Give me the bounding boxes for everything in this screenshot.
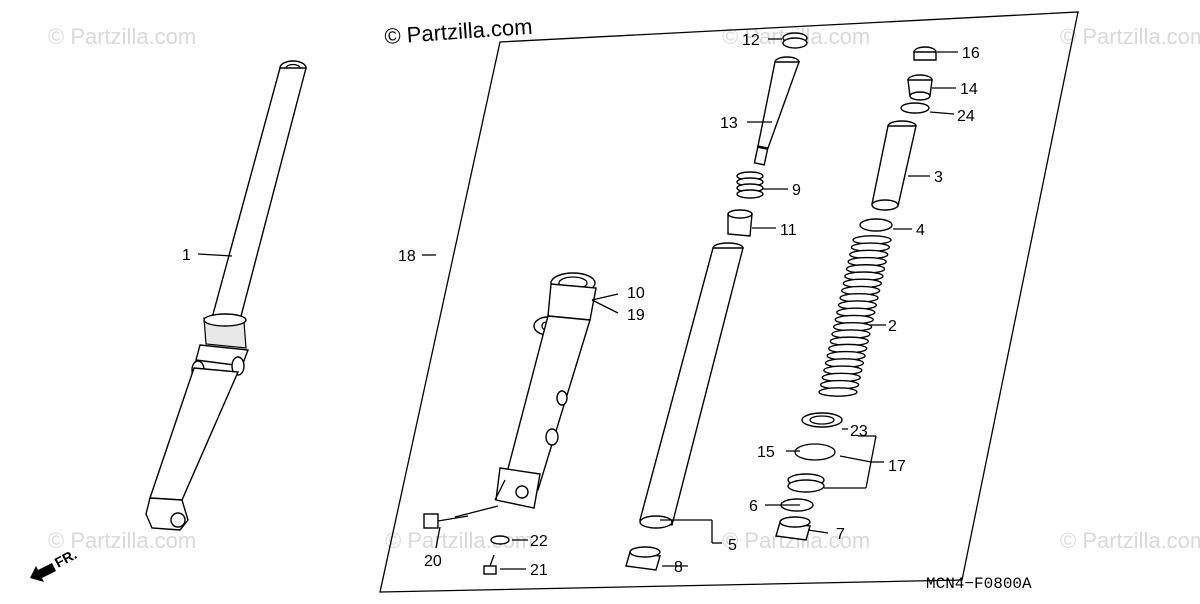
seal-set xyxy=(787,473,825,493)
assembly-boundary xyxy=(379,11,1079,593)
callout-8: 8 xyxy=(674,559,683,576)
watermarks: © Partzilla.com © Partzilla.com © Partzi… xyxy=(48,24,1200,553)
callout-2: 2 xyxy=(888,318,897,335)
callout-9: 9 xyxy=(792,182,801,199)
watermark-text: © Partzilla.com xyxy=(48,24,196,49)
callout-24: 24 xyxy=(957,108,975,125)
diagram-code: MCN4−F0800A xyxy=(926,575,1032,593)
callout-16: 16 xyxy=(962,45,980,62)
spring-coil xyxy=(818,387,858,397)
watermark-text: © Partzilla.com xyxy=(1060,528,1200,553)
fork-cap xyxy=(913,46,937,61)
watermark-text: © Partzilla.com xyxy=(48,528,196,553)
callout-6: 6 xyxy=(749,498,758,515)
callout-10: 10 xyxy=(627,285,645,302)
fork-slider xyxy=(494,272,597,509)
callouts: 1 2 3 4 5 6 7 8 9 10 11 12 13 14 15 16 1… xyxy=(182,32,980,579)
callout-3: 3 xyxy=(934,169,943,186)
o-ring xyxy=(900,102,930,114)
slide-bushing xyxy=(625,546,661,571)
callout-14: 14 xyxy=(960,81,978,98)
callout-4: 4 xyxy=(916,222,925,239)
oil-lock-piece xyxy=(727,209,753,237)
stopper-ring xyxy=(794,443,836,461)
callout-22: 22 xyxy=(530,533,548,550)
fork-bolt xyxy=(907,74,933,101)
sealing-washer xyxy=(490,535,510,545)
arrow-down-left-icon xyxy=(30,563,56,582)
callout-1: 1 xyxy=(182,247,191,264)
callout-12: 12 xyxy=(742,32,760,49)
fork-spring xyxy=(818,235,892,397)
leader-lines xyxy=(197,38,958,570)
spring-spacer xyxy=(871,120,917,211)
damper-rod xyxy=(753,56,800,166)
inner-fork-tube xyxy=(639,242,744,529)
spring-seat-washer xyxy=(859,218,893,232)
socket-bolt xyxy=(423,513,469,529)
fork-assembly-complete xyxy=(145,60,307,531)
watermark-text: © Partzilla.com xyxy=(1060,24,1200,49)
callout-17: 17 xyxy=(888,458,906,475)
copyright-text: © Partzilla.com xyxy=(384,14,534,49)
guide-bushing xyxy=(775,516,811,541)
callout-21: 21 xyxy=(530,562,548,579)
callout-23: 23 xyxy=(850,423,868,440)
watermark-text: © Partzilla.com xyxy=(385,528,533,553)
callout-18: 18 xyxy=(398,248,416,265)
callout-13: 13 xyxy=(720,115,738,132)
piston-ring xyxy=(782,32,808,49)
drain-bolt xyxy=(483,554,497,575)
callout-15: 15 xyxy=(757,444,775,461)
callout-7: 7 xyxy=(836,526,845,543)
callout-5: 5 xyxy=(728,537,737,554)
callout-19: 19 xyxy=(627,307,645,324)
callout-20: 20 xyxy=(424,553,442,570)
callout-11: 11 xyxy=(780,222,797,239)
rebound-spring xyxy=(736,171,764,199)
oil-seal xyxy=(801,412,843,428)
